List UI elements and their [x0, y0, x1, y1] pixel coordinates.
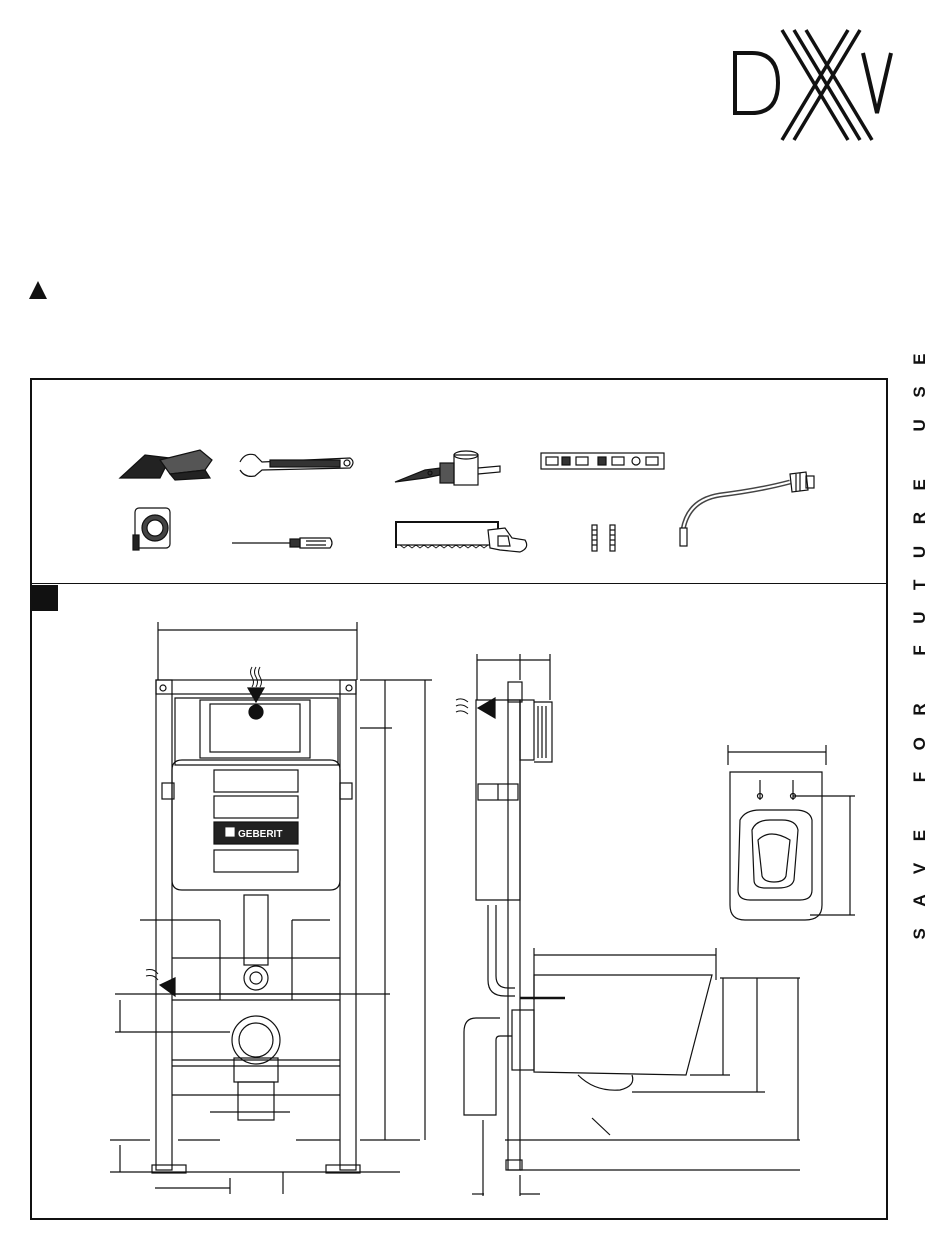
putty-knife-icon	[120, 450, 212, 480]
bowl-top-view	[728, 745, 855, 920]
level-icon	[541, 453, 664, 469]
tape-measure-icon	[133, 508, 170, 550]
anchor-bolts-icon	[592, 525, 615, 551]
bowl-side-view	[520, 948, 800, 1140]
carrier-side-view	[456, 654, 800, 1196]
supply-hose-icon	[680, 472, 814, 546]
carrier-front-view: GEBERIT	[110, 622, 432, 1194]
hacksaw-icon	[396, 522, 527, 552]
adjustable-wrench-icon	[240, 454, 353, 476]
geberit-brand-label: GEBERIT	[238, 829, 282, 840]
screwdriver-icon	[232, 538, 332, 548]
caulk-gun-icon	[395, 451, 500, 485]
